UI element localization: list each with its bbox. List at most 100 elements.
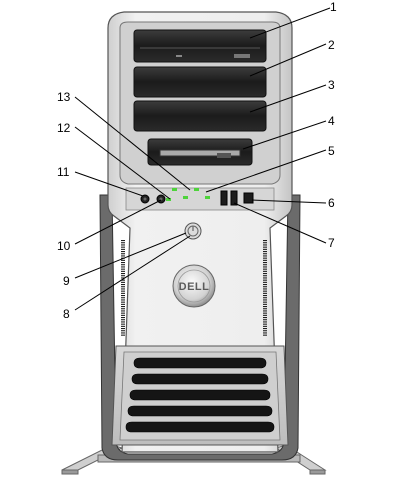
callout-number-7: 7 — [328, 236, 335, 250]
side-vent-slot — [263, 310, 267, 312]
side-vent-slot — [121, 297, 125, 299]
diagnostic-light-3 — [194, 188, 199, 191]
side-vent-slot — [121, 308, 125, 310]
ieee-1394-connector[interactable] — [243, 192, 254, 204]
side-vent-slot — [263, 268, 267, 270]
side-vent-slot — [263, 281, 267, 283]
callout-number-1: 1 — [330, 0, 337, 14]
diagnostic-light-2 — [183, 196, 188, 199]
callout-number-13: 13 — [57, 90, 71, 104]
dell-logo-badge: DELL — [172, 264, 216, 308]
floppy-eject-button[interactable] — [217, 153, 231, 158]
grille-slot — [133, 357, 267, 369]
side-vent-slot — [263, 319, 267, 321]
side-vent-slot — [121, 314, 125, 316]
side-vent-slot — [263, 244, 267, 246]
side-vent-slot — [121, 301, 125, 303]
usb-port-1[interactable] — [220, 190, 228, 206]
side-vent-slot — [121, 251, 125, 253]
side-vent-slot — [121, 264, 125, 266]
grille-slot — [129, 389, 271, 401]
side-vent-slot — [263, 297, 267, 299]
side-vent-slot — [263, 323, 267, 325]
side-vent-slot — [263, 334, 267, 336]
side-vent-slot — [263, 288, 267, 290]
leader-line-1 — [249, 7, 331, 39]
side-vent-slot — [263, 301, 267, 303]
side-vent-slot — [263, 273, 267, 275]
drive-bay-3 — [133, 100, 267, 132]
callout-number-4: 4 — [328, 114, 335, 128]
hard-drive-activity-light — [166, 198, 171, 201]
grille-slot — [127, 405, 273, 417]
leader-line-5 — [205, 149, 327, 193]
side-vent-slot — [263, 251, 267, 253]
side-vent-slot — [263, 266, 267, 268]
side-vent-slot — [121, 295, 125, 297]
side-vent-slot — [263, 325, 267, 327]
side-vents-left — [121, 240, 125, 336]
side-vent-slot — [263, 259, 267, 261]
side-vent-slot — [263, 257, 267, 259]
side-vent-slot — [121, 281, 125, 283]
diagnostic-lights — [172, 188, 210, 199]
side-vent-slot — [121, 310, 125, 312]
side-vent-slot — [263, 332, 267, 334]
front-grille — [111, 345, 289, 446]
leader-line-12 — [74, 126, 171, 200]
leader-line-8 — [74, 235, 191, 311]
side-vent-slot — [263, 255, 267, 257]
grille-slots — [125, 357, 275, 433]
leader-line-6 — [251, 199, 327, 204]
leader-line-7 — [233, 202, 327, 244]
diagnostic-light-4 — [205, 196, 210, 199]
side-vent-slot — [121, 290, 125, 292]
side-vent-slot — [263, 314, 267, 316]
side-vent-slot — [263, 303, 267, 305]
side-vent-slot — [121, 244, 125, 246]
side-vent-slot — [121, 242, 125, 244]
side-vent-slot — [263, 270, 267, 272]
leader-line-11 — [74, 171, 144, 197]
grille-slot — [131, 373, 269, 385]
grille-slot — [125, 421, 275, 433]
side-vent-slot — [121, 312, 125, 314]
side-vent-slot — [263, 321, 267, 323]
side-vent-slot — [121, 325, 125, 327]
side-vent-slot — [121, 306, 125, 308]
optical-drive-bay-1 — [133, 29, 267, 63]
side-vent-slot — [121, 321, 125, 323]
side-vent-slot — [263, 308, 267, 310]
side-vent-slot — [263, 242, 267, 244]
side-vent-slot — [263, 284, 267, 286]
side-vent-slot — [121, 292, 125, 294]
side-vent-slot — [121, 279, 125, 281]
side-vent-slot — [121, 323, 125, 325]
side-vent-slot — [121, 288, 125, 290]
leader-line-9 — [74, 232, 187, 279]
side-vent-slot — [263, 290, 267, 292]
side-vent-slot — [121, 246, 125, 248]
leader-line-10 — [74, 199, 162, 245]
power-button[interactable] — [184, 222, 202, 240]
callout-number-11: 11 — [57, 165, 70, 179]
side-vent-slot — [121, 284, 125, 286]
side-vent-slot — [121, 262, 125, 264]
side-vent-slot — [263, 248, 267, 250]
side-vent-slot — [263, 295, 267, 297]
callout-number-9: 9 — [63, 274, 70, 288]
side-vent-slot — [121, 270, 125, 272]
side-vent-slot — [121, 330, 125, 332]
callout-number-6: 6 — [328, 196, 335, 210]
optical-drive-1-eject-button[interactable] — [234, 54, 250, 58]
side-vent-slot — [263, 312, 267, 314]
callout-number-10: 10 — [57, 239, 71, 253]
leader-line-13 — [74, 96, 191, 191]
side-vent-slot — [263, 279, 267, 281]
side-vent-slot — [121, 317, 125, 319]
side-vent-slot — [263, 328, 267, 330]
drive-bays — [133, 29, 267, 166]
side-vent-slot — [263, 246, 267, 248]
side-vent-slot — [121, 328, 125, 330]
usb-port-2[interactable] — [230, 190, 238, 206]
